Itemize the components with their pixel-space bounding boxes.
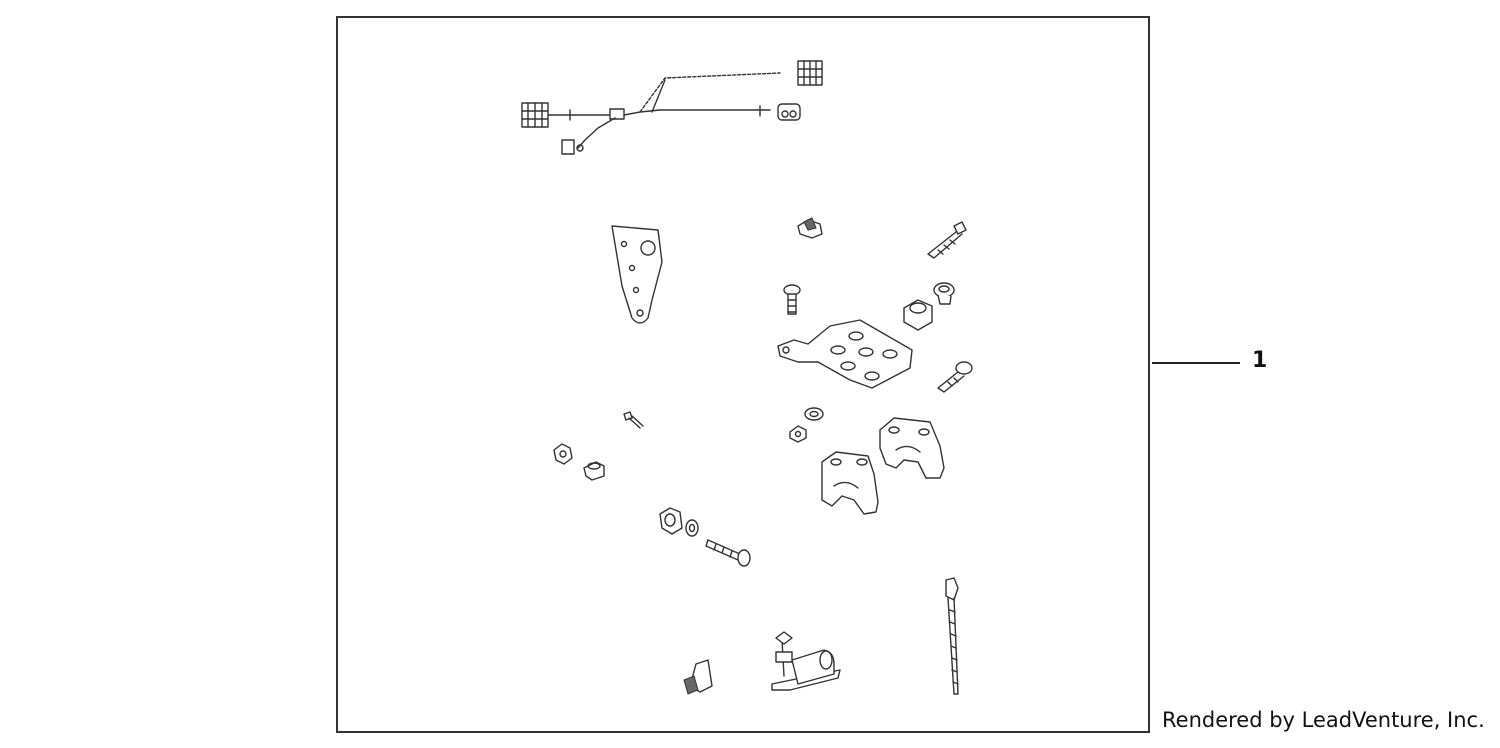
- clip[interactable]: [797, 217, 823, 239]
- callout-leader-line: [1152, 362, 1240, 364]
- wire-harness[interactable]: [521, 60, 823, 155]
- bracket-plate[interactable]: [777, 319, 913, 389]
- clamp-holder-right[interactable]: [879, 417, 945, 479]
- switch-unit[interactable]: [771, 631, 841, 691]
- mounting-plate[interactable]: [611, 225, 663, 324]
- nut-small[interactable]: [789, 425, 807, 443]
- bolt[interactable]: [937, 361, 973, 393]
- diagram-frame: [336, 16, 1150, 733]
- washer[interactable]: [804, 407, 824, 421]
- connector-clip[interactable]: [683, 659, 713, 695]
- spacer[interactable]: [903, 299, 933, 331]
- small-screw[interactable]: [623, 411, 644, 429]
- render-credit: Rendered by LeadVenture, Inc.: [1162, 708, 1485, 732]
- rubber-mount[interactable]: [583, 461, 605, 481]
- short-bolt[interactable]: [783, 284, 801, 315]
- flat-washer[interactable]: [685, 519, 699, 537]
- flange-bolt[interactable]: [705, 539, 751, 567]
- nut[interactable]: [553, 443, 573, 465]
- clamp-holder-left[interactable]: [821, 451, 879, 515]
- grommet[interactable]: [659, 507, 683, 535]
- cable-tie[interactable]: [945, 577, 959, 695]
- long-screw[interactable]: [927, 221, 967, 259]
- collar[interactable]: [933, 282, 955, 305]
- callout-number: 1: [1252, 348, 1268, 373]
